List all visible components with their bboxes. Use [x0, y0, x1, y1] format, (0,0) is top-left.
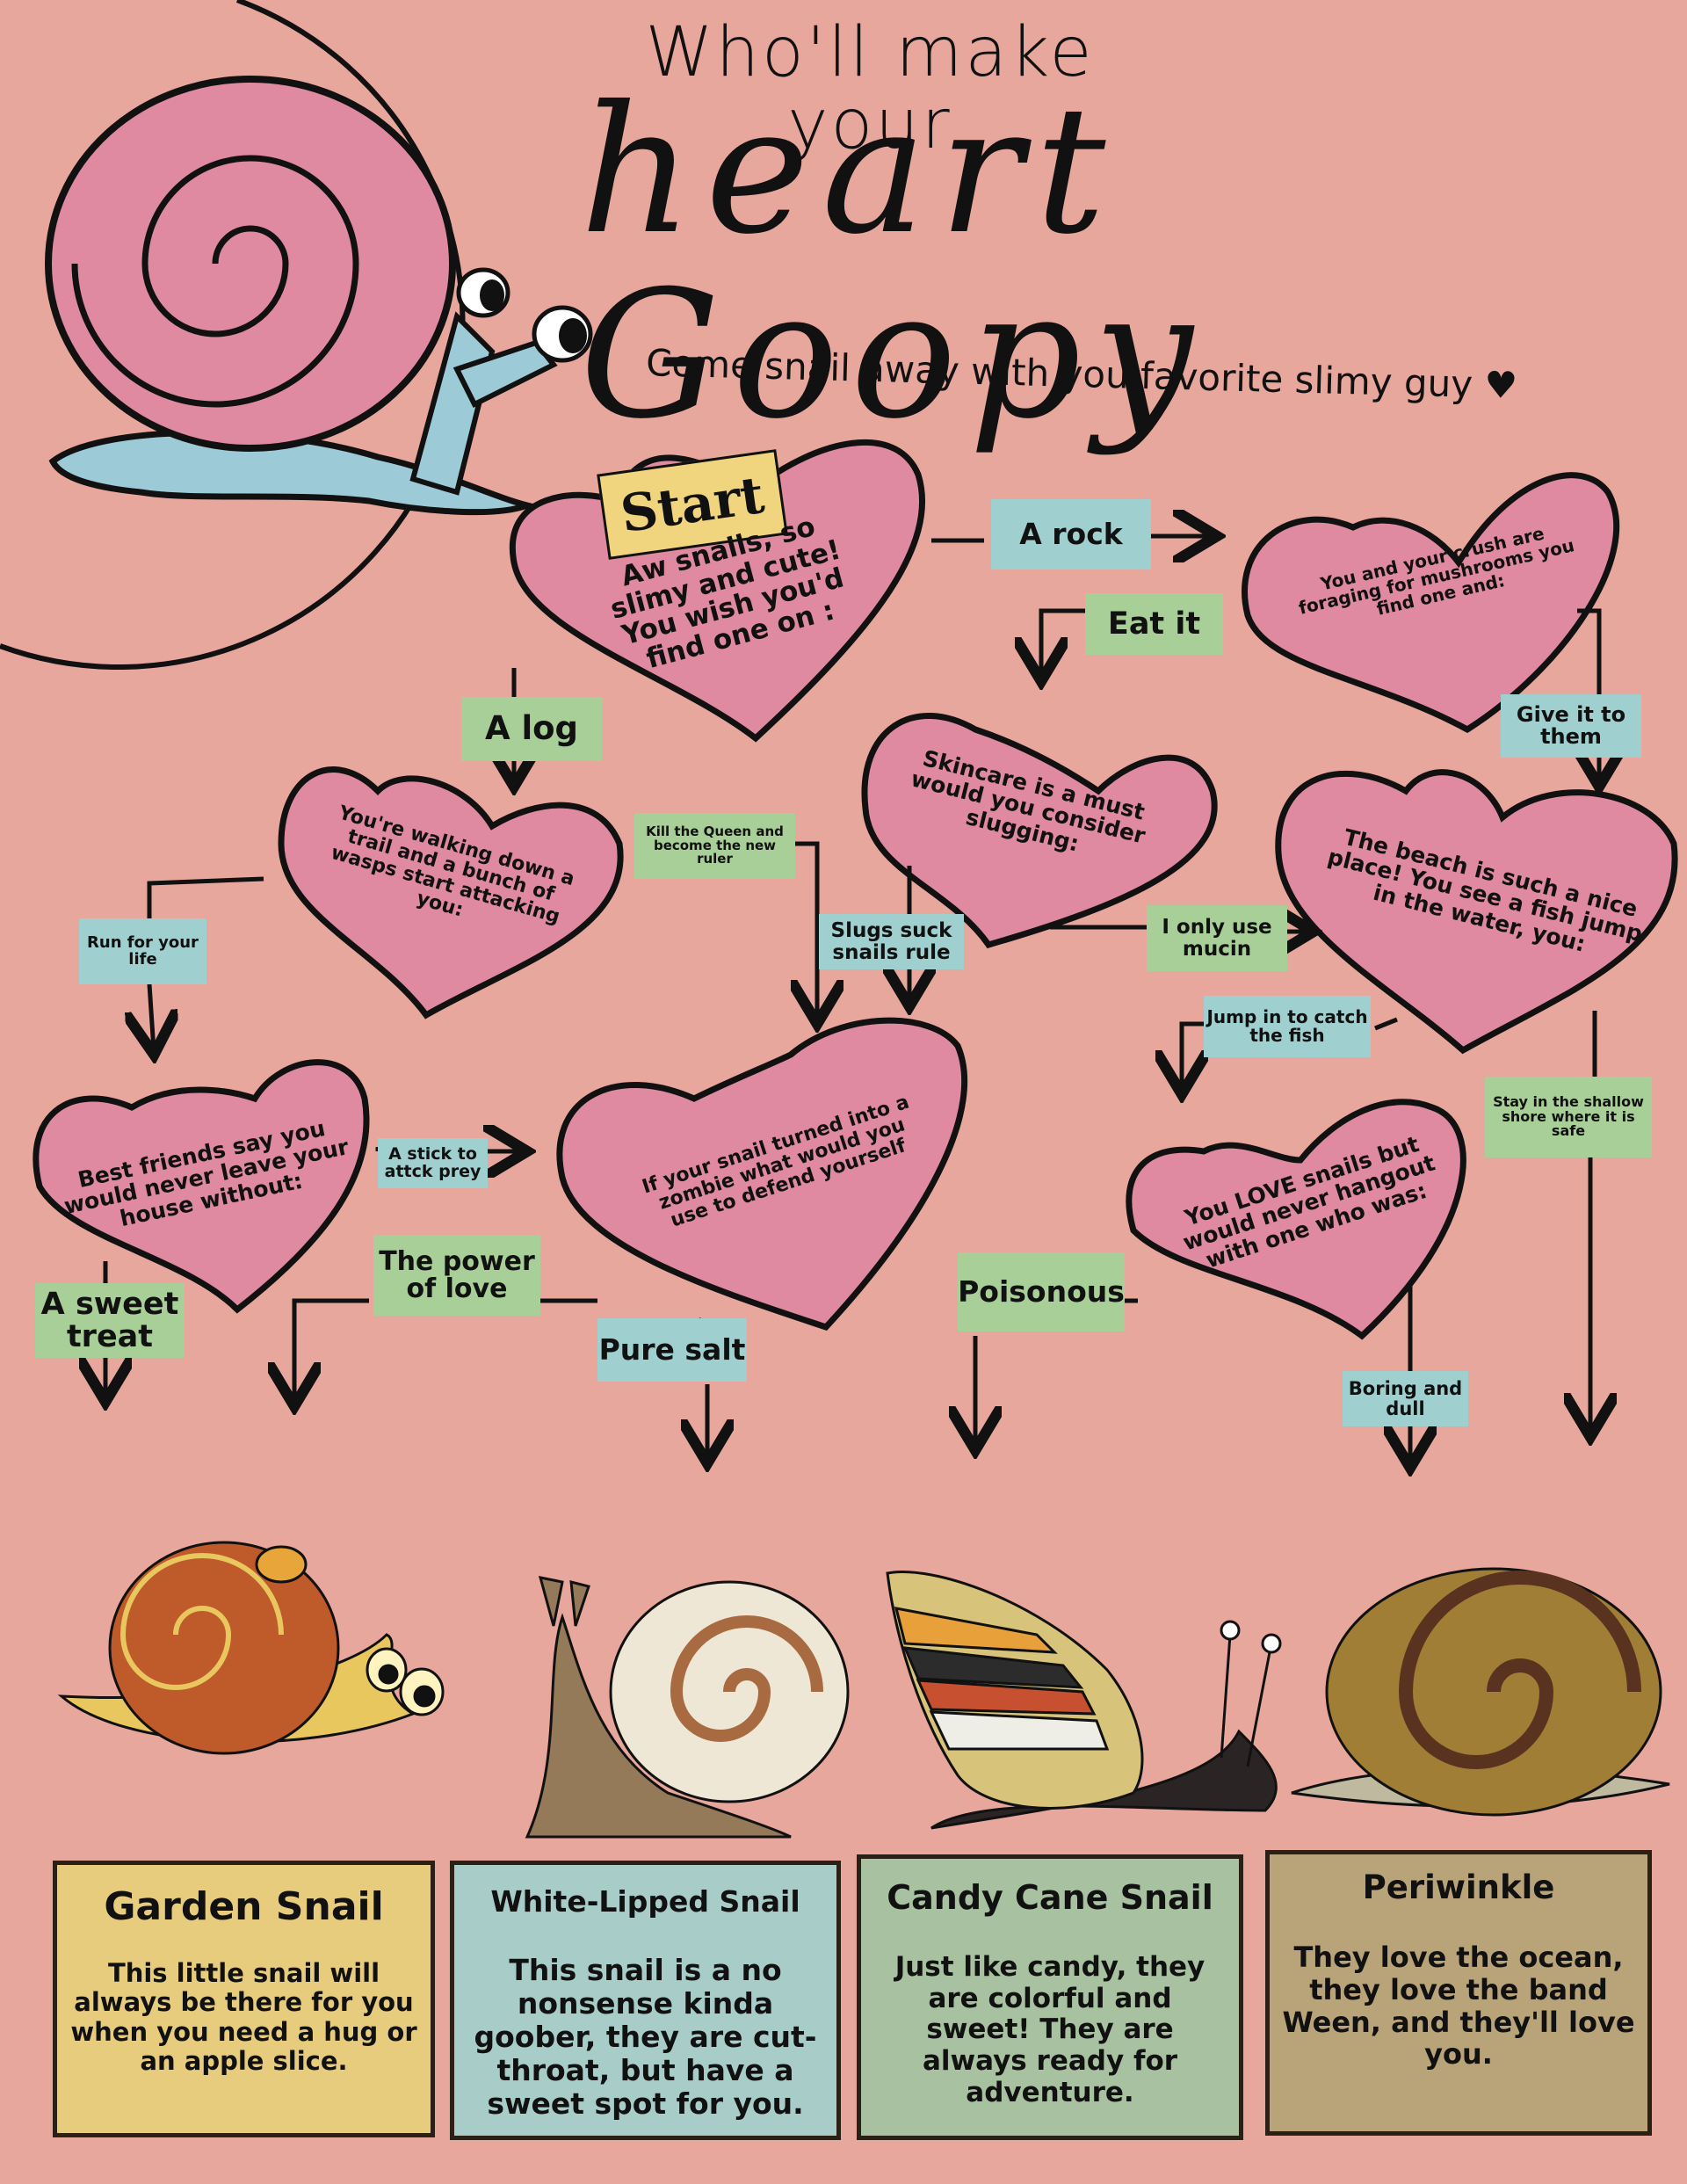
edge-boring: Boring and dull — [1343, 1371, 1468, 1426]
edge-kill-queen: Kill the Queen and become the new ruler — [634, 813, 795, 879]
result-title: Candy Cane Snail — [887, 1878, 1213, 1917]
result-card-white-lipped-snail: White-Lipped Snail This snail is a no no… — [450, 1861, 841, 2140]
heart-wasps — [278, 766, 624, 1019]
edge-pure-salt: Pure salt — [597, 1318, 747, 1382]
edge-poisonous: Poisonous — [958, 1252, 1125, 1331]
flow-hearts — [33, 439, 1678, 1340]
periwinkle-illustration — [1291, 1567, 1670, 1817]
edge-stay-shore: Stay in the shallow shore where it is sa… — [1485, 1077, 1652, 1157]
heart-skincare — [861, 713, 1218, 949]
result-title: Periwinkle — [1362, 1868, 1555, 1906]
result-text: They love the ocean, they love the band … — [1282, 1941, 1635, 2072]
white-lipped-snail-illustration — [525, 1576, 850, 1839]
result-text: Just like candy, they are colorful and s… — [894, 1951, 1206, 2108]
heart-beach — [1275, 769, 1678, 1055]
result-card-garden-snail: Garden Snail This little snail will alwa… — [53, 1861, 435, 2137]
edge-a-rock: A rock — [991, 499, 1151, 570]
result-text: This snail is a no nonsense kinda goober… — [474, 1953, 817, 2121]
edge-power-love: The power of love — [373, 1235, 540, 1316]
result-card-periwinkle: Periwinkle They love the ocean, they lov… — [1265, 1850, 1652, 2136]
candy-cane-snail-illustration — [886, 1571, 1282, 1830]
edge-mucin: I only use mucin — [1147, 905, 1287, 971]
heart-love — [1126, 1099, 1466, 1340]
edge-slugs-suck: Slugs suck snails rule — [819, 914, 964, 969]
edge-give-it: Give it to them — [1501, 694, 1641, 758]
heart-zombie — [556, 1017, 968, 1331]
garden-snail-illustration — [57, 1541, 445, 1755]
header-snail-illustration — [45, 76, 593, 516]
edge-jump-in: Jump in to catch the fish — [1204, 996, 1371, 1057]
heart-friends — [33, 1059, 370, 1314]
title-line-1: Who'll make your — [645, 13, 1095, 164]
result-card-candy-cane-snail: Candy Cane Snail Just like candy, they a… — [857, 1854, 1243, 2140]
edge-sweet-treat: A sweet treat — [35, 1283, 185, 1358]
result-title: Garden Snail — [104, 1884, 384, 1929]
edge-a-log: A log — [461, 697, 602, 761]
result-text: This little snail will always be there f… — [70, 1958, 417, 2077]
edge-eat-it: Eat it — [1085, 593, 1223, 655]
edge-stick: A stick to attck prey — [378, 1138, 488, 1188]
title-line-2: heart Goopy — [580, 69, 1206, 458]
heart-mushroom — [1242, 472, 1620, 734]
result-title: White-Lipped Snail — [490, 1884, 800, 1919]
edge-run: Run for your life — [79, 918, 206, 984]
